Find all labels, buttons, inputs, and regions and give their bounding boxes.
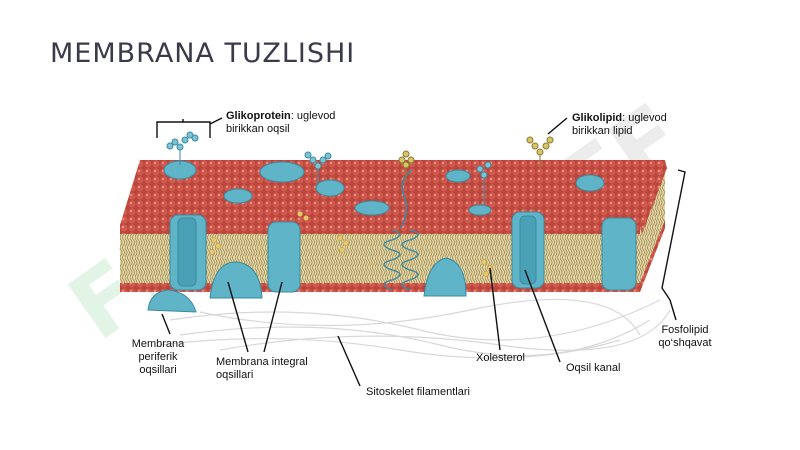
page-title: MEMBRANA TUZLISHI [50, 38, 356, 69]
sugar-chains [166, 131, 492, 205]
cholesterol-molecules [209, 211, 493, 277]
leader-lines [156, 117, 686, 387]
integral-proteins [209, 257, 467, 299]
label-glycoprotein: Glikoprotein: uglevod birikkan oqsil [226, 110, 336, 135]
label-cytoskeleton: Sitoskelet filamentlari [366, 386, 470, 398]
label-peripheral-proteins: Membrana periferik oqsillari [131, 338, 185, 376]
peripheral-protein [147, 289, 197, 313]
label-cholesterol: Xolesterol [476, 352, 525, 364]
label-phospholipid-bilayer: Fosfolipid qo‘shqavat [658, 324, 712, 349]
label-glycolipid: Glikolipid: uglevod birikkan lipid [572, 112, 667, 137]
glycolipid-sugars [398, 136, 554, 180]
channel-proteins [169, 211, 637, 293]
label-protein-channel: Oqsil kanal [566, 362, 621, 374]
membrane-top-surface [120, 160, 665, 225]
cytoskeleton-filaments [159, 298, 671, 359]
label-integral-proteins: Membrana integral oqsillari [216, 356, 308, 381]
bilayer-side [640, 160, 665, 292]
surface-proteins [163, 160, 605, 216]
